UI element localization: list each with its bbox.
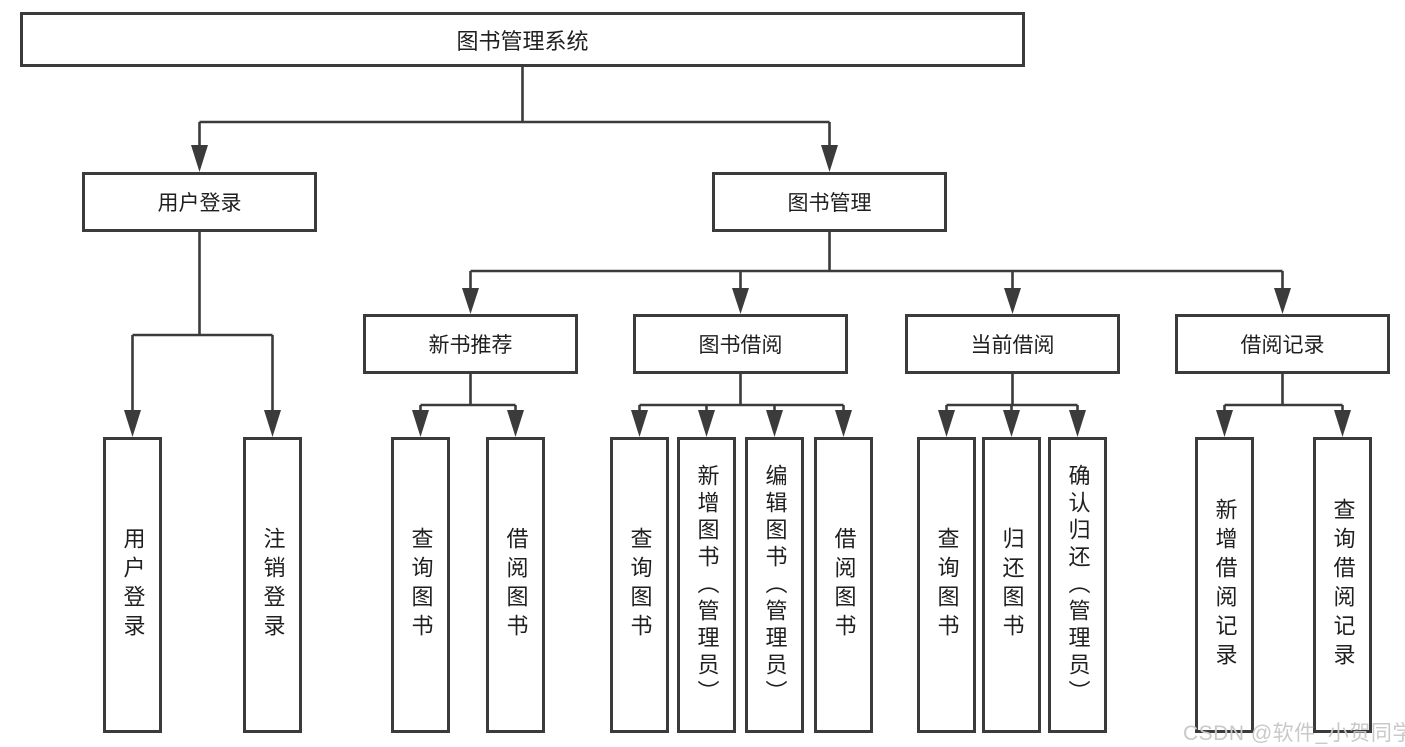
node-current-borrow-label: 当前借阅 <box>970 334 1055 357</box>
leaf-borrow-books-recommend-label: 借阅图书 <box>503 527 529 643</box>
node-new-book-recommend: 新书推荐 <box>363 314 578 374</box>
node-borrow-records-label: 借阅记录 <box>1240 334 1325 357</box>
leaf-edit-books-admin-label: 编辑图书（管理员） <box>762 463 788 707</box>
csdn-watermark: CSDN @软件_小贺同学 <box>1183 722 1405 745</box>
leaf-add-borrow-record: 新增借阅记录 <box>1195 437 1254 733</box>
leaf-user-login: 用户登录 <box>103 437 162 733</box>
leaf-query-borrow-record-label: 查询借阅记录 <box>1330 498 1356 672</box>
leaf-edit-books-admin: 编辑图书（管理员） <box>745 437 804 733</box>
leaf-user-login-label: 用户登录 <box>120 527 146 643</box>
leaf-confirm-return-admin: 确认归还（管理员） <box>1048 437 1107 733</box>
leaf-add-borrow-record-label: 新增借阅记录 <box>1212 498 1238 672</box>
leaf-return-books: 归还图书 <box>982 437 1041 733</box>
node-user-login: 用户登录 <box>82 172 317 232</box>
leaf-logout: 注销登录 <box>243 437 302 733</box>
leaf-logout-label: 注销登录 <box>260 527 286 643</box>
leaf-query-borrow-record: 查询借阅记录 <box>1313 437 1372 733</box>
node-borrow-records: 借阅记录 <box>1175 314 1390 374</box>
node-new-book-recommend-label: 新书推荐 <box>428 334 513 357</box>
leaf-query-books-borrow-label: 查询图书 <box>627 527 653 643</box>
node-user-login-label: 用户登录 <box>157 192 242 215</box>
node-root-label: 图书管理系统 <box>456 28 589 54</box>
leaf-query-books-recommend: 查询图书 <box>391 437 450 733</box>
leaf-query-books-recommend-label: 查询图书 <box>408 527 434 643</box>
arrowheads <box>124 145 1351 437</box>
node-book-borrow-label: 图书借阅 <box>698 334 783 357</box>
node-root-system: 图书管理系统 <box>20 12 1025 67</box>
node-current-borrow: 当前借阅 <box>905 314 1120 374</box>
leaf-query-books-current: 查询图书 <box>917 437 976 733</box>
leaf-query-books-borrow: 查询图书 <box>610 437 669 733</box>
leaf-borrow-books-recommend: 借阅图书 <box>486 437 545 733</box>
leaf-query-books-current-label: 查询图书 <box>934 527 960 643</box>
node-book-borrow: 图书借阅 <box>633 314 848 374</box>
leaf-borrow-books: 借阅图书 <box>814 437 873 733</box>
leaf-confirm-return-admin-label: 确认归还（管理员） <box>1065 463 1091 707</box>
leaf-add-books-admin: 新增图书（管理员） <box>677 437 736 733</box>
node-book-management-label: 图书管理 <box>787 192 872 215</box>
leaf-add-books-admin-label: 新增图书（管理员） <box>694 463 720 707</box>
leaf-return-books-label: 归还图书 <box>999 527 1025 643</box>
leaf-borrow-books-label: 借阅图书 <box>831 527 857 643</box>
node-book-management: 图书管理 <box>712 172 947 232</box>
